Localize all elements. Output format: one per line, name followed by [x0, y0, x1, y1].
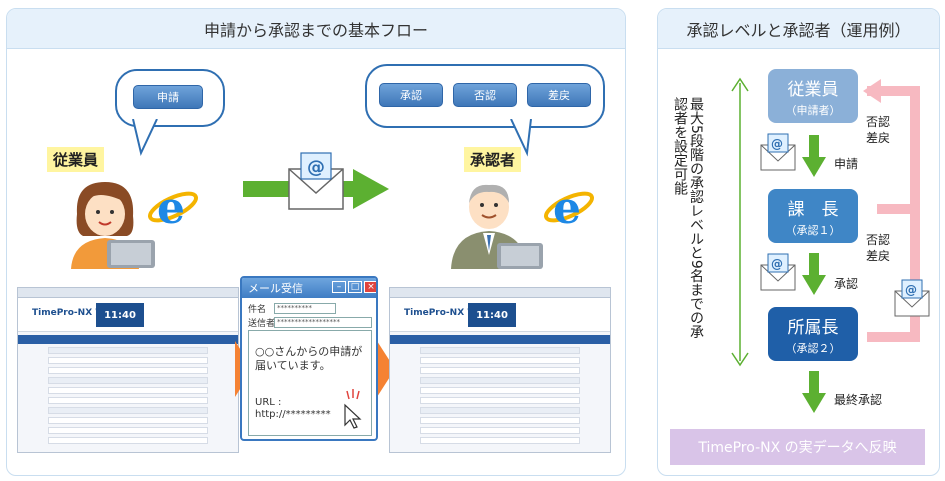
app-clock: 11:40 [96, 303, 144, 327]
app-logo: TimePro-NX Web [32, 308, 118, 318]
reflect-banner: TimePro-NX の実データへ反映 [670, 429, 925, 465]
label-reject-1: 否認 [866, 115, 891, 129]
approver-bubble-tail [510, 119, 532, 157]
app-logo-2: TimePro-NX Web [404, 308, 490, 318]
label-final: 最終承認 [834, 393, 883, 407]
label-reject-2: 否認 [866, 233, 891, 247]
approver-browser-icon: e [544, 183, 594, 233]
basic-flow-title: 申請から承認までの基本フロー [7, 9, 625, 49]
close-icon[interactable]: × [364, 281, 376, 293]
flow-arrow-2 [377, 341, 395, 397]
down-arrow-1 [802, 135, 826, 177]
employee-person-icon [71, 182, 155, 269]
return-button[interactable]: 差戻 [527, 83, 591, 107]
basic-flow-panel: 申請から承認までの基本フロー 申請 承認 否認 差戻 従業員 承認者 e @ [6, 8, 626, 476]
envelope-icon-1: @ [760, 133, 796, 171]
approve-button[interactable]: 承認 [379, 83, 443, 107]
mail-window-title: メール受信 [242, 278, 376, 298]
envelope-icon-3: @ [894, 279, 930, 317]
return-loop [863, 79, 920, 342]
node-employee-title: 従業員 [787, 79, 839, 100]
svg-text:@: @ [307, 157, 325, 178]
node-section-chief-title: 課 長 [787, 199, 839, 220]
svg-text:e: e [553, 183, 581, 233]
mail-window: メール受信 – □ × 件名 ********** 送信者 **********… [240, 276, 378, 441]
employee-label: 従業員 [47, 147, 105, 172]
svg-text:e: e [157, 183, 185, 233]
reject-button[interactable]: 否認 [453, 83, 517, 107]
app-clock-2: 11:40 [468, 303, 516, 327]
subject-field: ********** [274, 303, 336, 314]
range-arrow [731, 77, 749, 367]
mail-message: ○○さんからの申請が届いています。 [255, 345, 363, 372]
node-department-head-sub: （承認２） [785, 341, 841, 355]
mail-body: ○○さんからの申請が届いています。 URL : http://********* [248, 330, 372, 436]
label-return-1: 差戻 [866, 131, 891, 145]
node-section-chief-sub: （承認１） [785, 223, 841, 237]
label-return-2: 差戻 [866, 249, 891, 263]
approver-person-icon [451, 184, 543, 269]
down-arrow-3 [802, 371, 826, 413]
label-request: 申請 [834, 157, 859, 171]
node-employee: 従業員 （申請者） [768, 69, 858, 123]
down-arrow-2 [802, 253, 826, 295]
cursor-icon [344, 389, 362, 429]
svg-text:@: @ [771, 137, 783, 151]
request-button[interactable]: 申請 [133, 85, 203, 109]
url-value[interactable]: http://********* [255, 409, 331, 420]
sender-field: ****************** [274, 317, 372, 328]
approver-label: 承認者 [464, 147, 522, 172]
subject-label: 件名 [248, 305, 267, 315]
svg-text:@: @ [905, 283, 917, 297]
employee-app-screenshot: TimePro-NX Web 11:40 [17, 287, 239, 453]
node-employee-sub: （申請者） [785, 103, 841, 117]
node-section-chief: 課 長 （承認１） [768, 189, 858, 243]
label-approve: 承認 [834, 277, 859, 291]
employee-bubble-tail [132, 119, 158, 157]
approval-level-title: 承認レベルと承認者（運用例） [658, 9, 939, 49]
envelope-icon-2: @ [760, 253, 796, 291]
node-department-head: 所属長 （承認２） [768, 307, 858, 361]
browser-icon: e [148, 183, 198, 233]
envelope-icon: @ [288, 152, 344, 210]
svg-text:@: @ [771, 257, 783, 271]
minimize-icon[interactable]: – [332, 281, 346, 293]
url-label: URL : [255, 397, 282, 408]
sender-label: 送信者 [248, 319, 276, 329]
node-department-head-title: 所属長 [787, 317, 839, 338]
range-note: 最大5段階の承認レベルと9名までの承認者を設定可能 [672, 97, 704, 339]
approval-level-panel: 承認レベルと承認者（運用例） 最大5段階の承認レベルと9名までの承認者を設定可能… [657, 8, 940, 476]
approver-app-screenshot: TimePro-NX Web 11:40 [389, 287, 611, 453]
maximize-icon[interactable]: □ [348, 281, 362, 293]
